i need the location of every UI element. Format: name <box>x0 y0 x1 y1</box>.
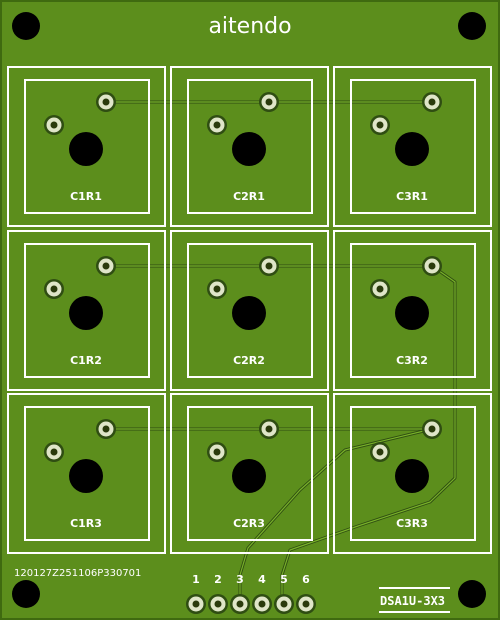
pin-pad-drill <box>192 600 200 608</box>
pad-drill <box>428 425 436 433</box>
switch-center-hole <box>232 459 266 493</box>
key-outline-inner <box>187 406 313 541</box>
key-outline-inner <box>350 406 476 541</box>
key-outline-outer <box>7 230 166 391</box>
key-switch-c1r3: C1R3 <box>7 393 166 554</box>
key-label: C1R3 <box>70 517 102 530</box>
key-outline-outer <box>170 230 329 391</box>
pin-number: 2 <box>214 573 222 586</box>
pin-number: 6 <box>302 573 310 586</box>
key-switch-c3r1: C3R1 <box>333 66 492 227</box>
switch-center-hole <box>395 296 429 330</box>
connector-pin-3: 3 <box>230 573 250 614</box>
pin-pad-drill <box>280 600 288 608</box>
switch-center-hole <box>395 459 429 493</box>
pad-drill <box>265 98 273 106</box>
key-outline-inner <box>24 243 150 378</box>
key-outline-outer <box>170 66 329 227</box>
connector-pin-2: 2 <box>208 573 228 614</box>
key-outline-inner <box>24 406 150 541</box>
pad-drill <box>376 448 384 456</box>
copper-traces <box>106 100 457 603</box>
column-trace-c3-highlight <box>281 265 456 603</box>
pad-drill <box>102 98 110 106</box>
pad-drill <box>428 98 436 106</box>
switch-center-hole <box>69 296 103 330</box>
pad-drill <box>102 425 110 433</box>
key-label: C3R3 <box>396 517 428 530</box>
pad-drill <box>265 262 273 270</box>
pad-drill <box>213 285 221 293</box>
pad-drill <box>213 448 221 456</box>
switch-center-hole <box>395 132 429 166</box>
key-outline-inner <box>350 79 476 214</box>
pad-drill <box>265 425 273 433</box>
mounting-hole-bottom-right <box>458 580 486 608</box>
pin-number: 5 <box>280 573 288 586</box>
pad-drill <box>376 285 384 293</box>
mounting-hole-bottom-left <box>12 580 40 608</box>
connector-pin-1: 1 <box>186 573 206 614</box>
key-outline-outer <box>333 393 492 554</box>
pin-pad-drill <box>236 600 244 608</box>
switch-center-hole <box>232 296 266 330</box>
key-switch-c2r2: C2R2 <box>170 230 329 391</box>
key-outline-outer <box>7 393 166 554</box>
key-label: C1R2 <box>70 354 102 367</box>
mounting-hole-top-left <box>12 12 40 40</box>
pad-drill <box>213 121 221 129</box>
key-outline-inner <box>350 243 476 378</box>
switch-center-hole <box>69 132 103 166</box>
column-trace-c2-highlight <box>239 428 433 603</box>
serial-number: 120127Z251106P330701 <box>14 568 141 579</box>
mounting-hole-top-right <box>458 12 486 40</box>
key-outline-inner <box>24 79 150 214</box>
pin-pad-drill <box>258 600 266 608</box>
key-outline-inner <box>187 243 313 378</box>
pad-drill <box>102 262 110 270</box>
key-label: C3R2 <box>396 354 428 367</box>
key-switch-c1r2: C1R2 <box>7 230 166 391</box>
switch-center-hole <box>232 132 266 166</box>
pad-drill <box>50 121 58 129</box>
key-outline-inner <box>187 79 313 214</box>
pin-pad-drill <box>302 600 310 608</box>
pad-drill <box>428 262 436 270</box>
key-switch-c2r1: C2R1 <box>170 66 329 227</box>
key-label: C2R1 <box>233 190 265 203</box>
pad-drill <box>376 121 384 129</box>
model-label: DSA1U-3X3 <box>380 594 445 608</box>
key-outline-outer <box>333 66 492 227</box>
key-label: C1R1 <box>70 190 102 203</box>
key-outline-outer <box>333 230 492 391</box>
connector-pin-5: 5 <box>274 573 294 614</box>
pin-number: 3 <box>236 573 244 586</box>
pin-number: 1 <box>192 573 200 586</box>
switch-center-hole <box>69 459 103 493</box>
key-outline-outer <box>170 393 329 554</box>
pad-drill <box>50 448 58 456</box>
key-switch-c3r2: C3R2 <box>333 230 492 391</box>
key-label: C2R2 <box>233 354 265 367</box>
key-switch-c1r1: C1R1 <box>7 66 166 227</box>
key-label: C3R1 <box>396 190 428 203</box>
connector-pin-6: 6 <box>296 573 316 614</box>
pin-number: 4 <box>258 573 266 586</box>
key-label: C2R3 <box>233 517 265 530</box>
pin-pad-drill <box>214 600 222 608</box>
brand-logo-text: aitendo <box>208 14 291 39</box>
key-outline-outer <box>7 66 166 227</box>
pin-header-connector: 1 2 3 4 5 6 <box>186 573 316 614</box>
connector-pin-4: 4 <box>252 573 272 614</box>
key-switch-c2r3: C2R3 <box>170 393 329 554</box>
key-switch-c3r3: C3R3 <box>333 393 492 554</box>
pad-drill <box>50 285 58 293</box>
